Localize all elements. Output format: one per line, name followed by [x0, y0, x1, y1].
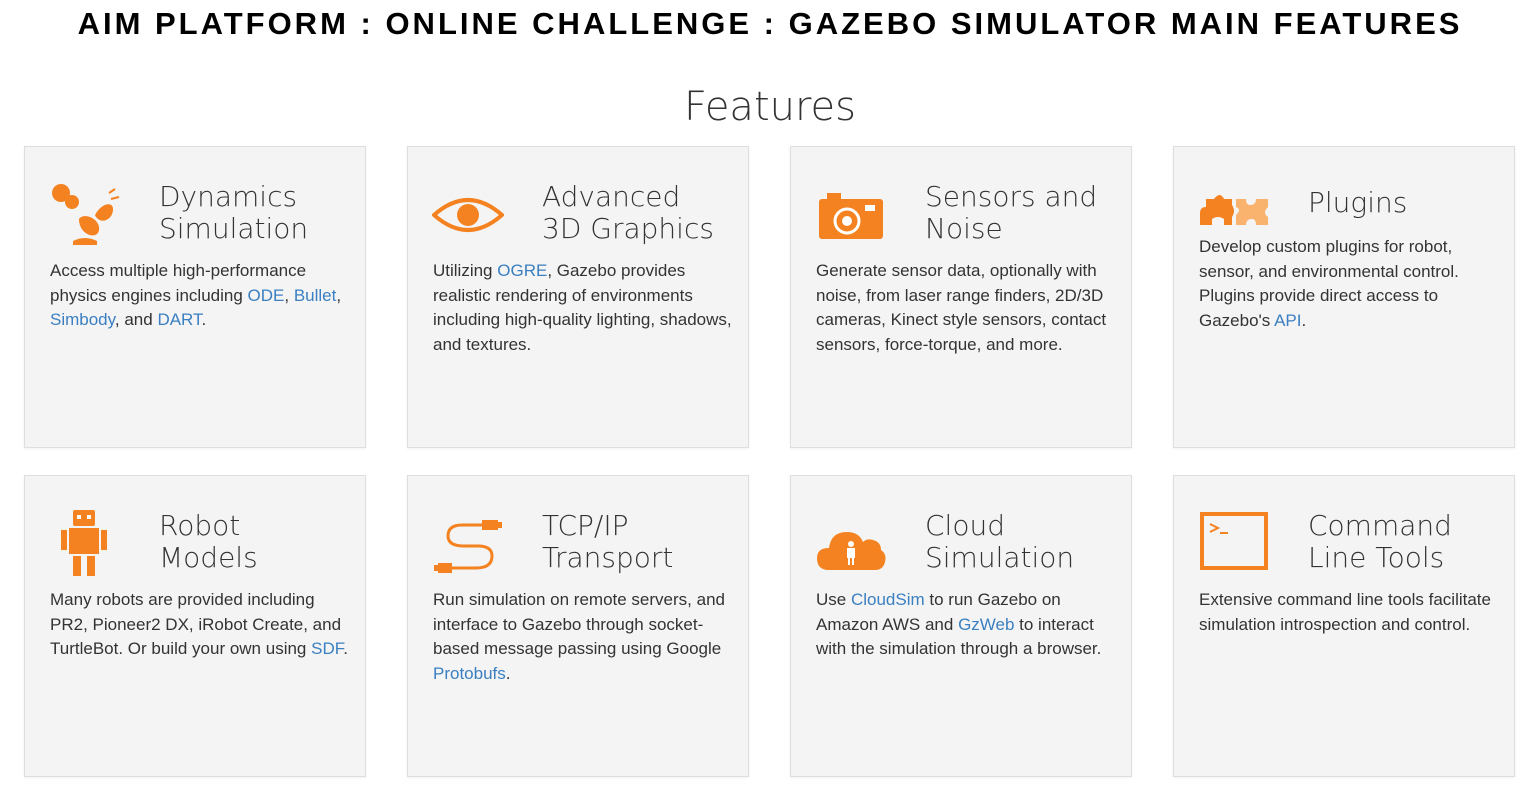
card-description: Generate sensor data, optionally with no… — [816, 261, 1107, 354]
card-description: Run simulation on remote servers, and in… — [433, 590, 725, 683]
feature-card-plugins: Plugins Develop custom plugins for robot… — [1173, 146, 1515, 448]
cable-icon — [432, 508, 504, 578]
banner-title: AIM PLATFORM : ONLINE CHALLENGE : GAZEBO… — [77, 6, 1463, 41]
link-sdf[interactable]: SDF — [311, 639, 344, 658]
camera-icon — [815, 179, 887, 249]
card-description: Extensive command line tools facilitate … — [1199, 590, 1491, 634]
link-gzweb[interactable]: GzWeb — [958, 614, 1015, 634]
card-description: Use CloudSim to run Gazebo on Amazon AWS… — [816, 590, 1102, 658]
dynamics-icon — [49, 179, 121, 249]
cloud-icon — [815, 508, 887, 578]
link-api[interactable]: API — [1274, 310, 1302, 330]
link-ogre[interactable]: OGRE — [497, 261, 548, 280]
terminal-icon — [1198, 508, 1270, 578]
robot-icon — [49, 508, 121, 578]
card-description: Access multiple high-performance physics… — [50, 261, 342, 329]
link-simbody[interactable]: Simbody — [50, 310, 115, 329]
section-title: Features — [684, 84, 856, 130]
card-description: Utilizing OGRE, Gazebo provides realisti… — [433, 261, 732, 354]
card-title: Plugins — [1308, 186, 1408, 219]
link-ode[interactable]: ODE — [247, 285, 285, 305]
link-protobufs[interactable]: Protobufs — [433, 663, 506, 683]
link-cloudsim[interactable]: CloudSim — [850, 590, 925, 609]
puzzle-icon — [1198, 179, 1270, 249]
link-dart[interactable]: DART — [157, 310, 202, 329]
link-bullet[interactable]: Bullet — [293, 285, 337, 305]
eye-icon — [432, 179, 504, 249]
card-description: Many robots are provided including PR2, … — [50, 590, 348, 658]
card-description: Develop custom plugins for robot, sensor… — [1199, 237, 1459, 330]
